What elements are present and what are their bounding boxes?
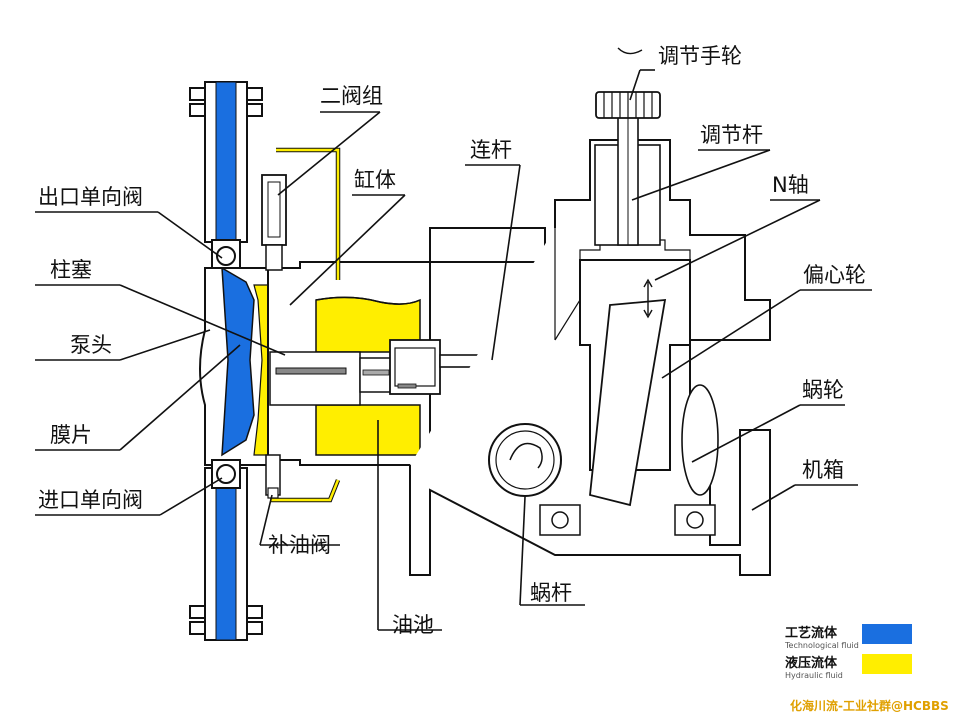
- process-pipe: [189, 81, 263, 641]
- label-oil-reservoir: 油池: [392, 613, 434, 637]
- label-handwheel: 调节手轮: [658, 44, 742, 68]
- legend-hydraulic-fluid-swatch: [862, 654, 912, 674]
- label-valve-group: 二阀组: [320, 84, 383, 108]
- pump-head-body: [199, 266, 269, 466]
- label-pump-head: 泵头: [70, 333, 112, 357]
- label-housing: 机箱: [802, 458, 844, 482]
- legend: 工艺流体 Technological fluid 液压流体 Hydraulic …: [784, 624, 912, 680]
- handwheel: [595, 47, 661, 119]
- label-connecting-rod: 连杆: [470, 138, 512, 162]
- cylinder-block: [267, 261, 441, 466]
- check-valves: [211, 239, 241, 489]
- label-inlet-check-valve: 进口单向阀: [38, 488, 143, 512]
- label-oil-refill-valve: 补油阀: [268, 533, 331, 557]
- hydraulic-lines: [261, 147, 341, 503]
- legend-hydraulic-fluid-label: 液压流体: [785, 655, 838, 671]
- label-diaphragm: 膜片: [50, 423, 92, 447]
- label-outlet-check-valve: 出口单向阀: [38, 185, 143, 209]
- legend-process-fluid-en: Technological fluid: [784, 641, 859, 650]
- label-eccentric-wheel: 偏心轮: [803, 263, 866, 287]
- label-plunger: 柱塞: [50, 258, 92, 282]
- leader-lines: [35, 69, 872, 631]
- watermark-text: 化海川流-工业社群@HCBBS: [790, 698, 949, 713]
- rotation-arrow-icon: [617, 47, 643, 55]
- legend-hydraulic-fluid-en: Hydraulic fluid: [785, 671, 843, 680]
- legend-process-fluid-swatch: [862, 624, 912, 644]
- gearbox-housing: [409, 114, 771, 576]
- label-cylinder: 缸体: [354, 168, 396, 192]
- label-worm: 蜗杆: [530, 581, 572, 605]
- label-adjust-rod: 调节杆: [700, 123, 763, 147]
- label-n-shaft: N轴: [772, 173, 809, 197]
- legend-process-fluid-label: 工艺流体: [785, 625, 838, 641]
- label-worm-wheel: 蜗轮: [802, 378, 844, 402]
